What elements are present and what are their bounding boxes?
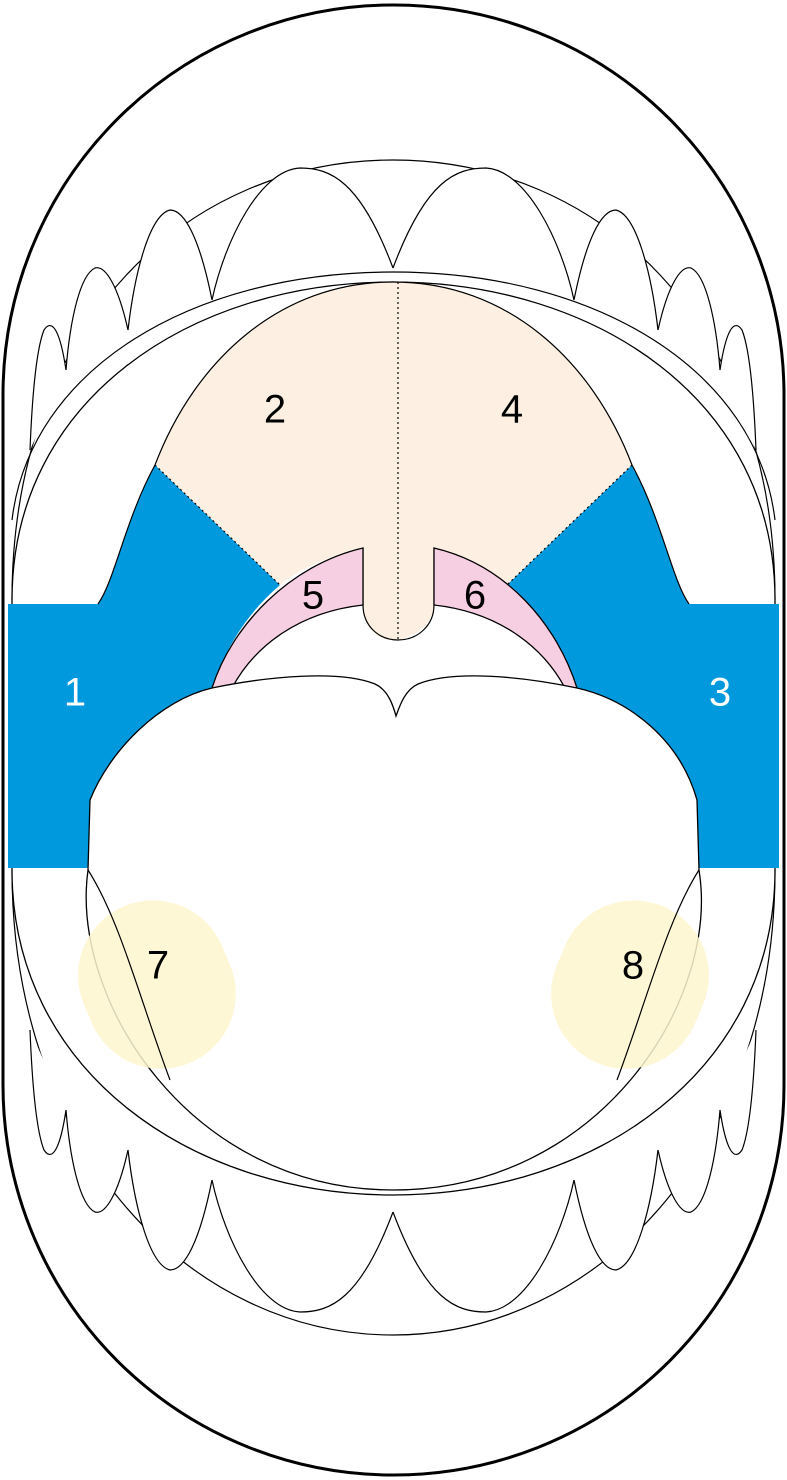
lower-tooth <box>29 1029 67 1156</box>
tongue-edge-right <box>616 869 700 1081</box>
region-1-left-buccal-mucosa <box>8 465 280 868</box>
region-7-left-floor-of-mouth <box>78 900 236 1069</box>
lower-tooth <box>657 1109 721 1213</box>
region-7-label: 7 <box>147 944 169 988</box>
lower-tooth <box>211 1179 394 1313</box>
lower-tooth <box>392 1179 575 1313</box>
upper-gum-line <box>11 271 776 521</box>
region-5-label: 5 <box>302 574 324 618</box>
upper-tooth <box>29 324 67 451</box>
palate-outline <box>97 281 690 605</box>
lower-tooth <box>573 1149 659 1271</box>
uvula-outline <box>362 548 435 641</box>
upper-tooth <box>127 209 213 331</box>
lower-tooth <box>65 1109 129 1213</box>
upper-tooth <box>392 167 575 301</box>
region-2-label: 2 <box>264 388 286 432</box>
lower-teeth <box>29 1029 757 1313</box>
region-3-right-buccal-mucosa <box>507 465 779 868</box>
lower-tooth <box>719 1029 757 1156</box>
upper-tooth <box>211 167 394 301</box>
region-3-label: 3 <box>709 671 731 715</box>
region-6-label: 6 <box>464 574 486 618</box>
region-4-label: 4 <box>501 388 523 432</box>
region-4-right-palate <box>393 282 632 640</box>
upper-tooth <box>573 209 659 331</box>
tongue-edge-left <box>87 869 171 1081</box>
region-8-right-floor-of-mouth <box>551 900 709 1069</box>
upper-tooth <box>719 324 757 451</box>
upper-tooth <box>65 267 129 371</box>
upper-tooth <box>657 267 721 371</box>
upper-teeth <box>29 167 757 451</box>
boundary-right <box>506 464 633 586</box>
region-2-left-palate <box>155 282 393 640</box>
region-1-label: 1 <box>64 671 86 715</box>
lower-tooth <box>127 1149 213 1271</box>
region-8-label: 8 <box>622 944 644 988</box>
boundary-left <box>154 464 281 586</box>
